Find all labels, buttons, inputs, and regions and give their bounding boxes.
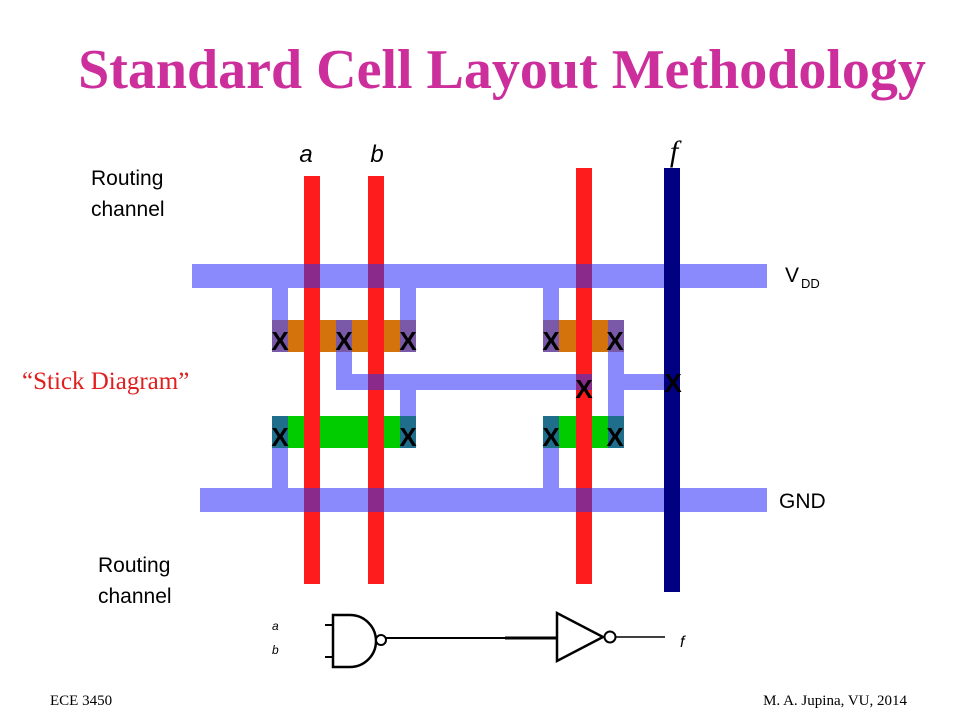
gnd-rail (200, 488, 767, 512)
nand-bubble (375, 634, 387, 646)
overlap-inv-vdd (576, 264, 592, 288)
footer-course: ECE 3450 (50, 693, 113, 709)
vdd-rail (192, 264, 767, 288)
gate-input-b-label: b (272, 643, 279, 657)
metal-stub-vdd-2 (400, 288, 416, 328)
overlap-inv-out (576, 374, 592, 390)
nand-gate-body (331, 613, 378, 669)
routing-bottom-line1: Routing (98, 554, 171, 577)
stick-diagram-label: “Stick Diagram” (22, 368, 190, 395)
contact-n-2 (400, 416, 416, 448)
page-title: Standard Cell Layout Methodology (78, 39, 926, 101)
contact-p-4 (543, 320, 559, 352)
routing-bottom-line2: channel (98, 585, 172, 608)
contact-x: X (271, 326, 289, 356)
metal-stub-gnd-2 (543, 440, 559, 488)
contact-n-4 (608, 416, 624, 448)
signal-b-label: b (370, 141, 383, 168)
contact-n-1 (272, 416, 288, 448)
metal-output-line (336, 374, 576, 390)
contact-p-5 (608, 320, 624, 352)
contact-p-1 (272, 320, 288, 352)
contact-x: X (542, 326, 560, 356)
metal2-f (664, 168, 680, 592)
vdd-v: V (785, 264, 799, 287)
poly-a (304, 176, 320, 584)
contact-x: X (542, 422, 560, 452)
overlap-a-vdd (304, 264, 320, 288)
routing-top-line1: Routing (91, 167, 164, 190)
metal-stub-vdd-3 (543, 288, 559, 328)
ndiff-nand (272, 416, 416, 448)
contact-x: X (575, 374, 593, 404)
overlap-a-gnd (304, 488, 320, 512)
gnd-label: GND (779, 490, 826, 513)
contact-x: X (335, 326, 353, 356)
contact-p-3 (400, 320, 416, 352)
routing-channel-top-label: Routing channel (91, 163, 165, 225)
inverter-body (555, 610, 606, 664)
contact-x: X (606, 326, 624, 356)
gate-output-f-label: f (680, 634, 686, 651)
signal-f-label: f (670, 135, 682, 168)
vdd-sub: DD (801, 276, 820, 291)
overlap-b-out (368, 374, 384, 390)
routing-top-line2: channel (91, 198, 165, 221)
contact-p-2 (336, 320, 352, 352)
gate-input-a-label: a (272, 619, 279, 633)
footer-author: M. A. Jupina, VU, 2014 (763, 693, 907, 709)
contact-x: X (606, 422, 624, 452)
contact-x: X (271, 422, 289, 452)
overlap-b-gnd (368, 488, 384, 512)
overlap-b-vdd (368, 264, 384, 288)
contact-x: X (399, 326, 417, 356)
metal-to-f (608, 374, 672, 390)
overlap-inv-gnd (576, 488, 592, 512)
signal-a-label: a (299, 141, 312, 168)
contact-x: X (664, 368, 682, 398)
metal-stub-gnd-1 (272, 440, 288, 488)
contact-n-3 (543, 416, 559, 448)
inverter-bubble (603, 630, 617, 644)
routing-channel-bottom-label: Routing channel (98, 550, 172, 612)
contact-x: X (399, 422, 417, 452)
metal-stub-vdd-1 (272, 288, 288, 328)
metal-stub-output-2 (400, 384, 416, 424)
